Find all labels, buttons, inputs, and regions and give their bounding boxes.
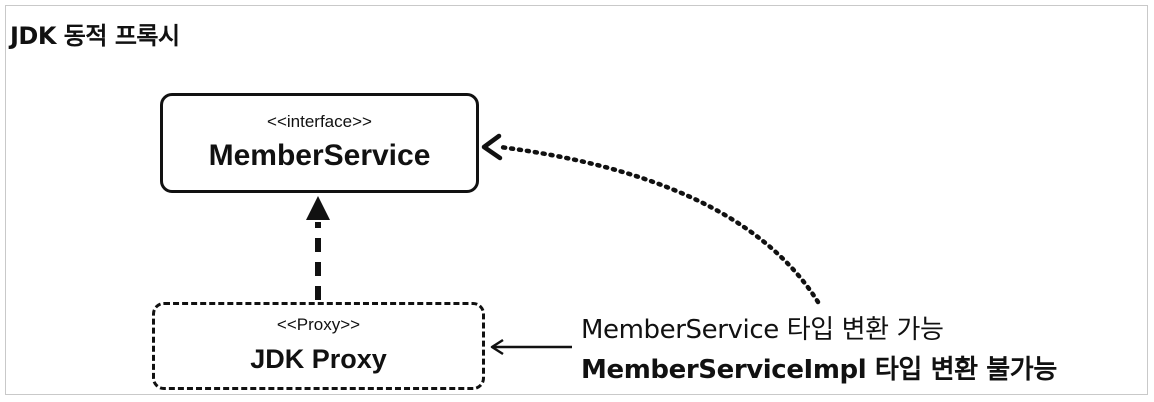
implements-arrowhead [306, 196, 330, 220]
diagram-title: JDK 동적 프록시 [10, 22, 180, 50]
proxy-stereotype: <<Proxy>> [276, 315, 361, 334]
castable-note: MemberService 타입 변환 가능 [581, 315, 944, 345]
castable-dotted-arrow [497, 144, 821, 305]
note-pointer-arrowhead [490, 338, 504, 356]
castable-arrowhead [481, 133, 503, 161]
proxy-name: JDK Proxy [250, 344, 387, 374]
diagram-frame [5, 5, 1148, 395]
not-castable-note: MemberServiceImpl 타입 변환 불가능 [581, 355, 1057, 385]
jdk-proxy-box: <<Proxy>> JDK Proxy [152, 302, 485, 390]
interface-name: MemberService [208, 139, 431, 172]
member-service-interface-box: <<interface>> MemberService [160, 93, 479, 193]
interface-stereotype: <<interface>> [267, 112, 372, 131]
